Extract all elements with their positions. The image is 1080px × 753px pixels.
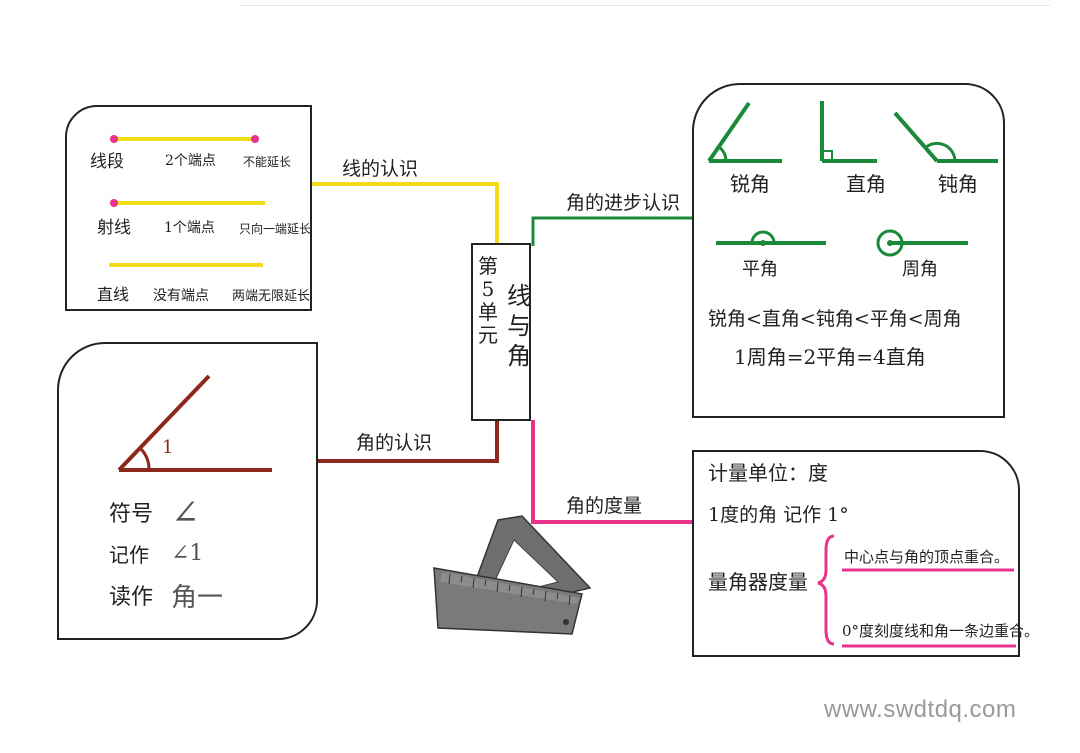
connector-angle-further xyxy=(531,216,692,246)
angle-type-figures xyxy=(707,101,998,257)
unit-title: 第5单元 xyxy=(478,254,498,347)
measure-brace xyxy=(817,534,1016,648)
branch-label-angle-measure: 角的度量 xyxy=(566,495,643,517)
branch-label-angle-basic: 角的认识 xyxy=(356,432,433,454)
connector-angle-basic xyxy=(318,420,499,463)
connector-lines xyxy=(312,182,499,246)
ray-name: 射线 xyxy=(97,218,131,238)
branch-label-angle-further: 角的进步认识 xyxy=(566,192,681,214)
ray-endpoints: 1个端点 xyxy=(164,220,215,236)
branch-label-lines: 线的认识 xyxy=(342,158,419,180)
angle-types-box: 锐角 直角 钝角 平角 周角 锐角<直角<钝角<平角<周角 1周角=2平角=4直… xyxy=(692,83,1005,418)
angle-figure xyxy=(117,374,272,472)
top-divider xyxy=(240,5,1050,6)
right-label: 直角 xyxy=(846,172,886,196)
obtuse-label: 钝角 xyxy=(938,172,978,196)
read-label: 读作 xyxy=(109,585,154,610)
right-angle-figure xyxy=(820,101,877,163)
angle-mark-label: 1 xyxy=(162,437,174,458)
line-endpoints: 没有端点 xyxy=(153,288,209,304)
acute-angle-figure xyxy=(707,101,782,163)
obtuse-angle-figure xyxy=(893,111,998,163)
full-label: 周角 xyxy=(902,259,938,280)
measure-unit: 计量单位：度 xyxy=(708,461,828,485)
angle-order: 锐角<直角<钝角<平角<周角 xyxy=(708,308,962,330)
line-extend: 两端无限延长 xyxy=(232,289,311,304)
center-topic: 第5单元 线与角 xyxy=(471,243,531,421)
line-figures xyxy=(109,135,265,267)
connector-angle-measure xyxy=(531,420,692,524)
topic-title: 线与角 xyxy=(507,282,531,370)
symbol-label: 符号 xyxy=(109,502,154,527)
line-name: 直线 xyxy=(97,285,130,304)
angle-basic-box: 1 符号 ∠ 记作 ∠1 读作 角一 xyxy=(57,342,318,640)
straight-angle-figure xyxy=(716,230,826,246)
full-angle-figure xyxy=(876,229,968,257)
write-label: 记作 xyxy=(109,543,149,567)
lines-box: 线段 2个端点 不能延长 射线 1个端点 只向一端延长 直线 没有端点 两端无限… xyxy=(65,105,312,311)
measure-step-2: 0°度刻度线和角一条边重合。 xyxy=(842,622,1040,640)
straight-label: 平角 xyxy=(742,259,778,280)
read-value: 角一 xyxy=(171,583,224,613)
angle-measure-box: 计量单位：度 1度的角 记作 1° 量角器度量 中心点与角的顶点重合。 0°度刻… xyxy=(692,450,1039,657)
segment-extend: 不能延长 xyxy=(243,155,292,169)
acute-label: 锐角 xyxy=(730,172,770,196)
measure-step-1: 中心点与角的顶点重合。 xyxy=(844,548,1010,566)
ray-extend: 只向一端延长 xyxy=(239,222,312,236)
segment-endpoints: 2个端点 xyxy=(165,153,216,169)
protractor-label: 量角器度量 xyxy=(708,570,808,594)
site-watermark: www.swdtdq.com xyxy=(824,696,1017,723)
write-value: ∠1 xyxy=(171,541,204,566)
ruler-triangle-icon xyxy=(433,515,592,635)
measure-degree: 1度的角 记作 1° xyxy=(708,504,849,526)
segment-name: 线段 xyxy=(90,152,124,172)
symbol-value: ∠ xyxy=(171,493,200,533)
angle-relation: 1周角=2平角=4直角 xyxy=(734,345,926,369)
